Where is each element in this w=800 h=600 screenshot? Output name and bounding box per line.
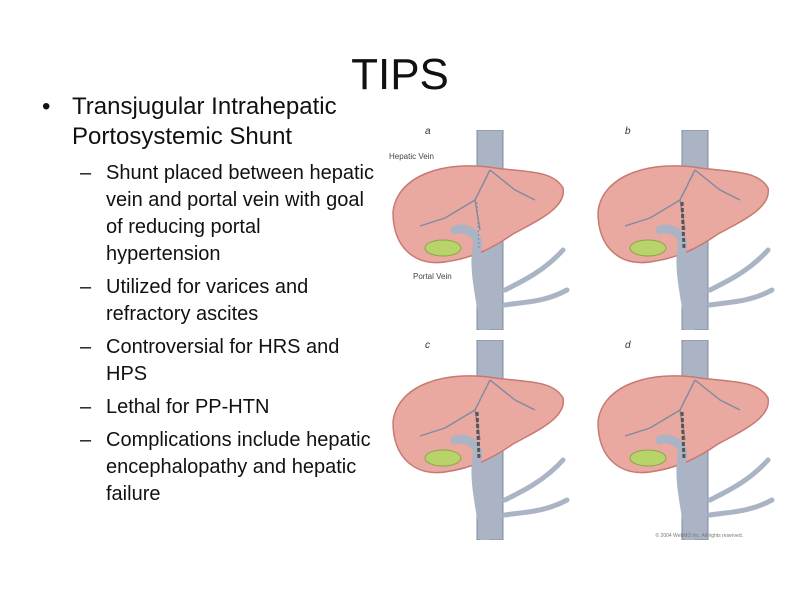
slide-title: TIPS [351,50,449,99]
panel-d [590,340,780,540]
panel-label-c: c [425,340,430,351]
gallbladder [629,449,667,467]
main-bullet-text: Transjugular Intrahepatic Portosystemic … [72,93,337,150]
panel-label-d: d [625,340,631,351]
liver-drawing [597,340,775,540]
sub-bullet-4: –Lethal for PP-HTN [40,394,380,421]
sub-bullet-2: –Utilized for varices and refractory asc… [40,274,380,328]
liver-drawing [392,340,570,540]
gallbladder [629,239,667,257]
portal-vein [655,434,695,540]
portal-vein [450,434,490,540]
sub-bullet-5: –Complications include hepatic encephalo… [40,427,380,508]
panel-label-b: b [625,126,631,137]
copyright-text: © 2004 WebMD Inc. All rights reserved. [655,533,743,539]
dash-marker: – [80,429,92,451]
portal-vein [655,224,695,330]
sub-bullet-text: Complications include hepatic encephalop… [106,429,371,505]
hepatic-vein-label: Hepatic Vein [389,152,434,161]
sub-bullet-text: Lethal for PP-HTN [106,396,270,418]
liver-drawing [392,130,570,330]
sub-bullet-1: –Shunt placed between hepatic vein and p… [40,160,380,268]
gallbladder [424,239,462,257]
dash-marker: – [80,336,92,358]
sub-bullet-list: –Shunt placed between hepatic vein and p… [40,160,380,508]
portal-vein-label: Portal Vein [413,272,452,281]
dash-marker: – [80,396,92,418]
splenic-vessels [707,457,775,518]
liver-drawing [597,130,775,330]
main-bullet: • Transjugular Intrahepatic Portosystemi… [40,92,380,152]
sub-bullet-3: –Controversial for HRS and HPS [40,334,380,388]
panel-a [385,130,575,330]
shunt-stent [680,411,686,459]
panel-b [590,130,780,330]
portal-vein [450,224,490,330]
panel-label-a: a [425,126,431,137]
bullet-list: • Transjugular Intrahepatic Portosystemi… [40,92,380,514]
splenic-vessels [502,457,570,518]
bullet-dot: • [42,93,51,120]
dash-marker: – [80,276,92,298]
gallbladder [424,449,462,467]
splenic-vessels [502,247,570,308]
sub-bullet-text: Controversial for HRS and HPS [106,336,340,385]
sub-bullet-text: Utilized for varices and refractory asci… [106,276,309,325]
shunt-stent [475,411,481,459]
dash-marker: – [80,162,92,184]
shunt-stent [680,201,686,249]
sub-bullet-text: Shunt placed between hepatic vein and po… [106,162,374,265]
panel-c [385,340,575,540]
splenic-vessels [707,247,775,308]
tips-illustration: a b c d Hepatic Vein Portal Vein © 2004 … [385,118,785,543]
